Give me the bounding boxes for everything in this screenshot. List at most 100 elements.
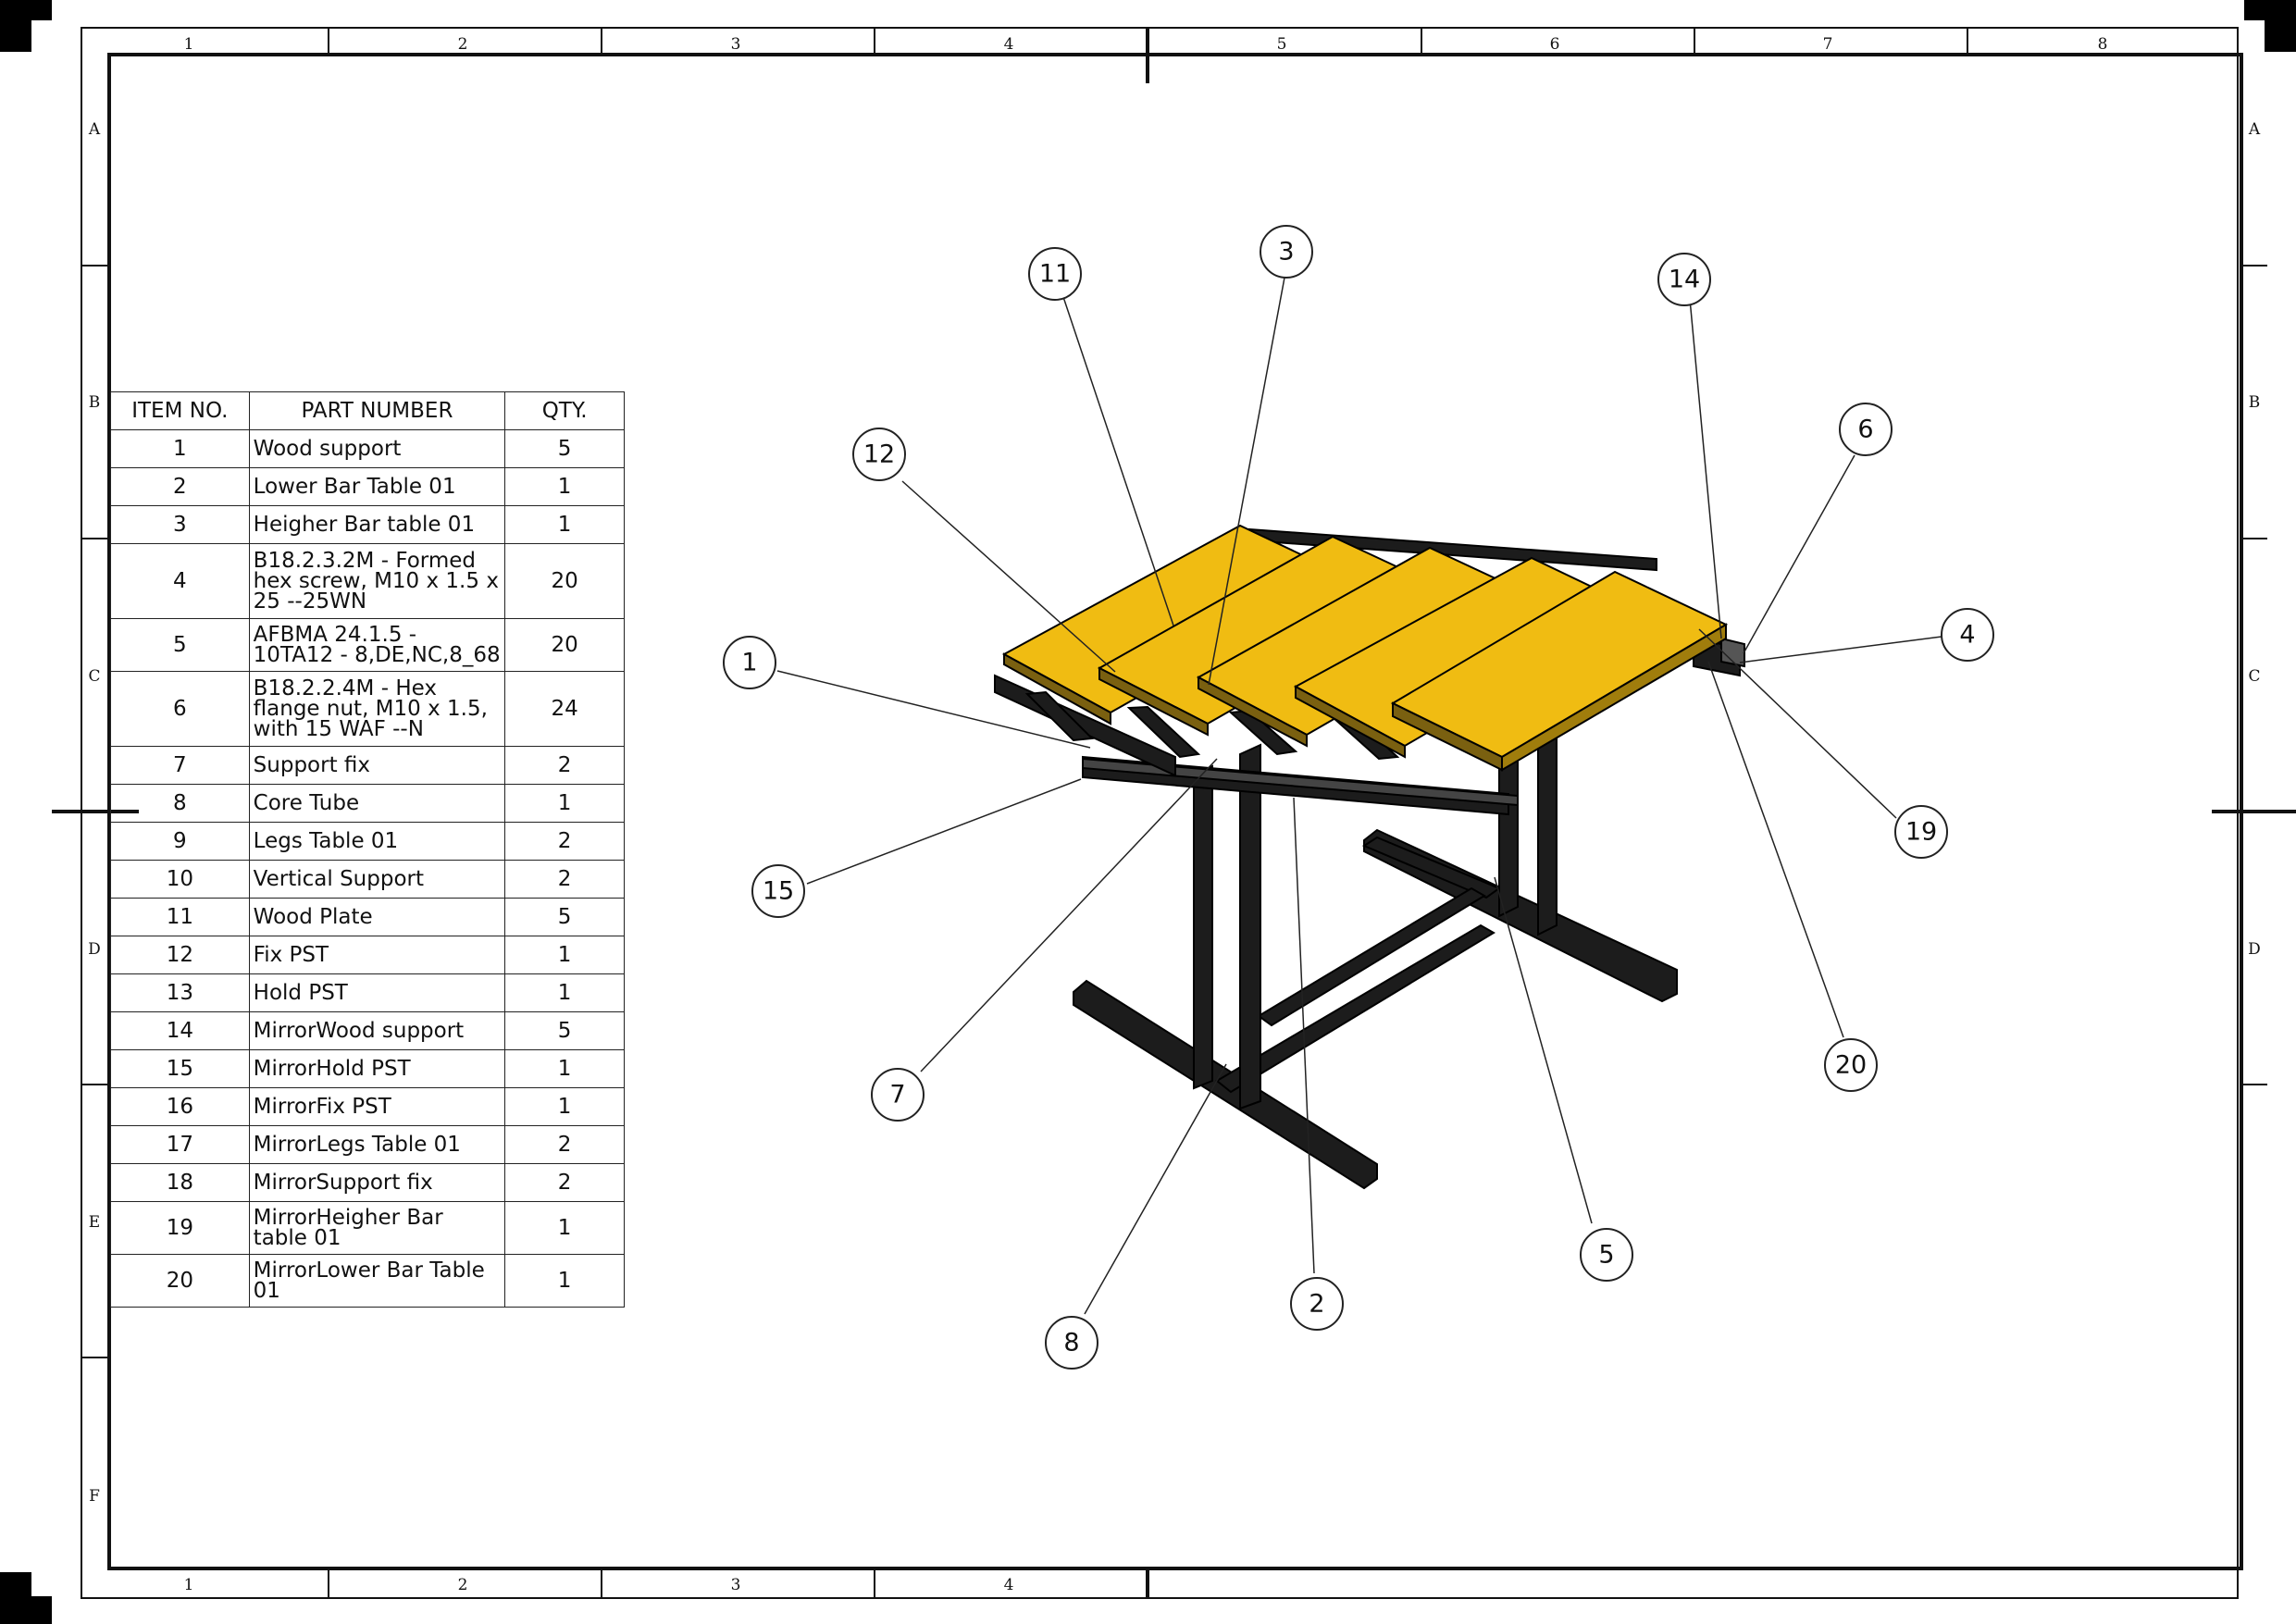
bom-part-number: MirrorLegs Table 01: [248, 1125, 506, 1164]
zone-label: 2: [458, 35, 468, 54]
balloon-19: [1894, 805, 1948, 859]
balloon-4: [1941, 608, 1994, 662]
bom-header-item-no: ITEM NO.: [110, 391, 250, 430]
balloon-6: [1839, 403, 1893, 456]
balloon-14: [1657, 253, 1711, 306]
bom-qty: 20: [504, 543, 625, 619]
balloon-label: 14: [1669, 266, 1700, 294]
callout-balloons: [723, 225, 1994, 1370]
bom-item-no: 14: [110, 1011, 250, 1050]
bom-item-no: 8: [110, 784, 250, 823]
bom-header-row: ITEM NO. PART NUMBER QTY.: [110, 391, 625, 430]
bom-part-number: MirrorWood support: [248, 1011, 506, 1050]
balloon-label: 8: [1063, 1329, 1079, 1357]
balloon-label: 12: [863, 440, 895, 469]
balloon-label: 19: [1905, 818, 1937, 847]
bom-qty: 1: [504, 1049, 625, 1088]
zone-label: 3: [731, 1576, 741, 1594]
zone-label: 3: [731, 35, 741, 54]
balloon-label: 1: [741, 649, 757, 677]
bom-header-qty: QTY.: [504, 391, 625, 430]
balloon-label: 11: [1039, 260, 1071, 289]
bom-qty: 1: [504, 973, 625, 1012]
zone-label: A: [88, 120, 101, 139]
bom-item-no: 10: [110, 860, 250, 899]
balloon-20: [1824, 1038, 1878, 1092]
bom-part-number: Legs Table 01: [248, 822, 506, 861]
bom-item-no: 12: [110, 936, 250, 974]
zone-label: D: [88, 940, 101, 959]
bom-part-number: MirrorHeigher Bar table 01: [248, 1201, 506, 1255]
bom-qty: 5: [504, 429, 625, 468]
bom-qty: 2: [504, 1125, 625, 1164]
bom-qty: 2: [504, 1163, 625, 1202]
bom-item-no: 2: [110, 467, 250, 506]
leader-lines: [776, 277, 1942, 1315]
bom-qty: 5: [504, 1011, 625, 1050]
bom-item-no: 18: [110, 1163, 250, 1202]
zone-label: E: [89, 1213, 100, 1232]
bom-item-no: 11: [110, 898, 250, 936]
bom-item-no: 17: [110, 1125, 250, 1164]
bom-qty: 5: [504, 898, 625, 936]
balloon-label: 3: [1278, 238, 1294, 267]
bom-part-number: Wood Plate: [248, 898, 506, 936]
balloon-label: 15: [763, 877, 794, 906]
bom-qty: 1: [504, 1201, 625, 1255]
bom-item-no: 13: [110, 973, 250, 1012]
bom-part-number: Heigher Bar table 01: [248, 505, 506, 544]
zone-labels-left: A B C D E F: [88, 120, 101, 1506]
bom-part-number: Fix PST: [248, 936, 506, 974]
bom-item-no: 6: [110, 671, 250, 747]
zone-label: A: [2248, 120, 2261, 139]
balloon-5: [1580, 1228, 1633, 1282]
bom-item-no: 4: [110, 543, 250, 619]
zone-labels-right: A B C D: [2248, 120, 2261, 959]
bom-item-no: 9: [110, 822, 250, 861]
bom-item-no: 20: [110, 1254, 250, 1308]
bom-part-number: Lower Bar Table 01: [248, 467, 506, 506]
bom-qty: 24: [504, 671, 625, 747]
bom-item-no: 1: [110, 429, 250, 468]
zone-dividers: [81, 28, 2267, 1598]
bom-part-number: Core Tube: [248, 784, 506, 823]
balloon-label: 6: [1857, 415, 1873, 444]
balloon-1: [723, 636, 776, 689]
balloon-label: 5: [1598, 1241, 1614, 1270]
zone-label: F: [89, 1487, 100, 1506]
bom-item-no: 19: [110, 1201, 250, 1255]
bom-qty: 2: [504, 860, 625, 899]
balloon-3: [1260, 225, 1313, 279]
bom-part-number: B18.2.3.2M - Formed hex screw, M10 x 1.5…: [248, 543, 506, 619]
corner-mark-top-right-v: [2265, 0, 2296, 52]
zone-label: C: [2248, 667, 2260, 686]
zone-labels-bottom: 1 2 3 4: [184, 1576, 1014, 1594]
zone-label: 7: [1823, 35, 1833, 54]
bom-qty: 1: [504, 505, 625, 544]
bom-part-number: MirrorHold PST: [248, 1049, 506, 1088]
balloon-label: 20: [1835, 1051, 1867, 1080]
bom-part-number: Vertical Support: [248, 860, 506, 899]
bom-qty: 1: [504, 467, 625, 506]
balloon-8: [1045, 1316, 1098, 1370]
corner-mark-top-left-h: [0, 0, 52, 20]
bom-item-no: 3: [110, 505, 250, 544]
zone-labels-top: 1 2 3 4 5 6 7 8: [184, 35, 2108, 54]
